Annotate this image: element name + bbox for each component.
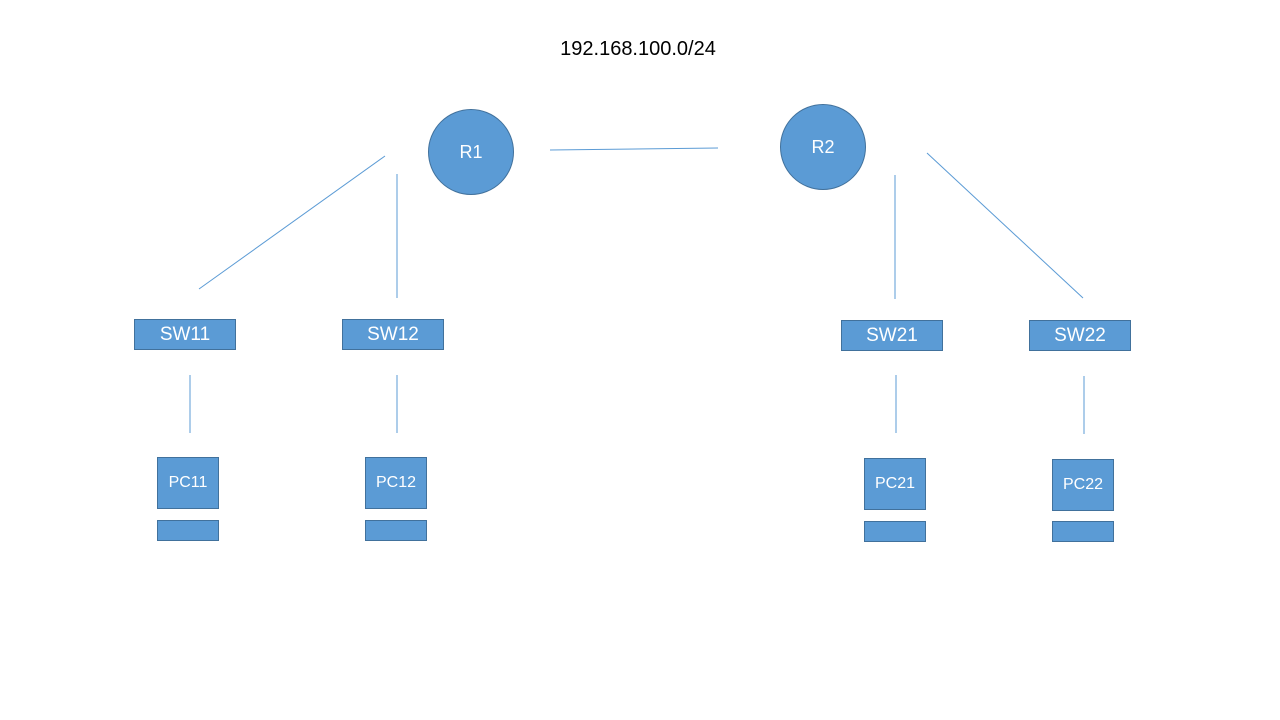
switch-sw22[interactable]: SW22: [1029, 320, 1131, 351]
switch-sw21-label: SW21: [866, 324, 918, 346]
switch-sw12[interactable]: SW12: [342, 319, 444, 350]
switch-sw12-label: SW12: [367, 323, 419, 345]
pc-pc12-monitor[interactable]: PC12: [365, 457, 427, 509]
switch-sw11[interactable]: SW11: [134, 319, 236, 350]
router-r1-label: R1: [459, 141, 483, 162]
link-r1-r2: [549, 147, 719, 151]
pc-pc21-label: PC21: [874, 475, 916, 492]
link-r2-sw22: [926, 152, 1084, 299]
network-address-label: 192.168.100.0/24: [560, 38, 716, 60]
pc-pc22-keyboard: [1052, 521, 1114, 542]
pc-pc11-keyboard: [157, 520, 219, 541]
router-r2-label: R2: [811, 136, 835, 157]
pc-pc12-label: PC12: [375, 474, 417, 491]
switch-sw21[interactable]: SW21: [841, 320, 943, 351]
pc-pc22-monitor[interactable]: PC22: [1052, 459, 1114, 511]
pc-pc12-keyboard: [365, 520, 427, 541]
pc-pc11-monitor[interactable]: PC11: [157, 457, 219, 509]
switch-sw11-label: SW11: [159, 323, 211, 345]
pc-pc21-monitor[interactable]: PC21: [864, 458, 926, 510]
pc-pc22-label: PC22: [1062, 476, 1104, 493]
switch-sw22-label: SW22: [1054, 324, 1106, 346]
pc-pc21-keyboard: [864, 521, 926, 542]
link-r1-sw11: [198, 155, 386, 290]
pc-pc11-label: PC11: [168, 474, 208, 491]
router-r1[interactable]: R1: [428, 109, 514, 195]
router-r2[interactable]: R2: [780, 104, 866, 190]
